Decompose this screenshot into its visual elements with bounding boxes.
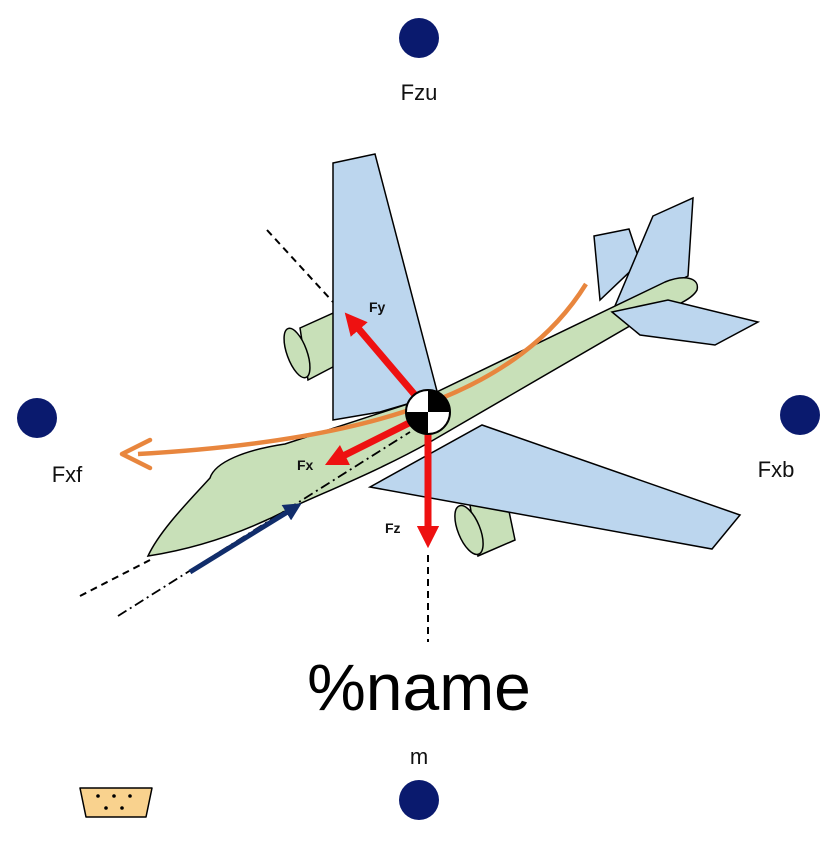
- tail-stabilizer: [610, 299, 761, 346]
- block-name-label: %name: [307, 650, 531, 724]
- port-top-label: Fzu: [401, 80, 438, 105]
- force-label-fy: Fy: [369, 299, 386, 315]
- x-axis-dashed: [79, 559, 151, 597]
- velocity-arrow: [188, 503, 302, 575]
- lower-wing: [367, 424, 742, 550]
- port-right-dot[interactable]: [780, 395, 820, 435]
- force-label-fx: Fx: [297, 457, 314, 473]
- force-arrow-fy: [344, 312, 418, 398]
- port-bottom-label: m: [410, 744, 428, 769]
- center-of-gravity-icon: [405, 389, 451, 435]
- force-arrow-fx: [324, 416, 417, 466]
- port-top-dot[interactable]: [399, 18, 439, 58]
- port-bottom-dot[interactable]: [399, 780, 439, 820]
- tail-fin-right: [610, 196, 694, 315]
- connector-chip-icon: [79, 787, 153, 818]
- port-right-label: Fxb: [758, 457, 795, 482]
- upper-wing: [332, 153, 439, 421]
- rotation-arrow-head: [119, 437, 153, 471]
- body-axis-dashed: [266, 229, 334, 303]
- port-left-dot[interactable]: [17, 398, 57, 438]
- port-left-label: Fxf: [52, 462, 83, 487]
- velocity-line: [117, 431, 411, 617]
- force-label-fz: Fz: [385, 520, 401, 536]
